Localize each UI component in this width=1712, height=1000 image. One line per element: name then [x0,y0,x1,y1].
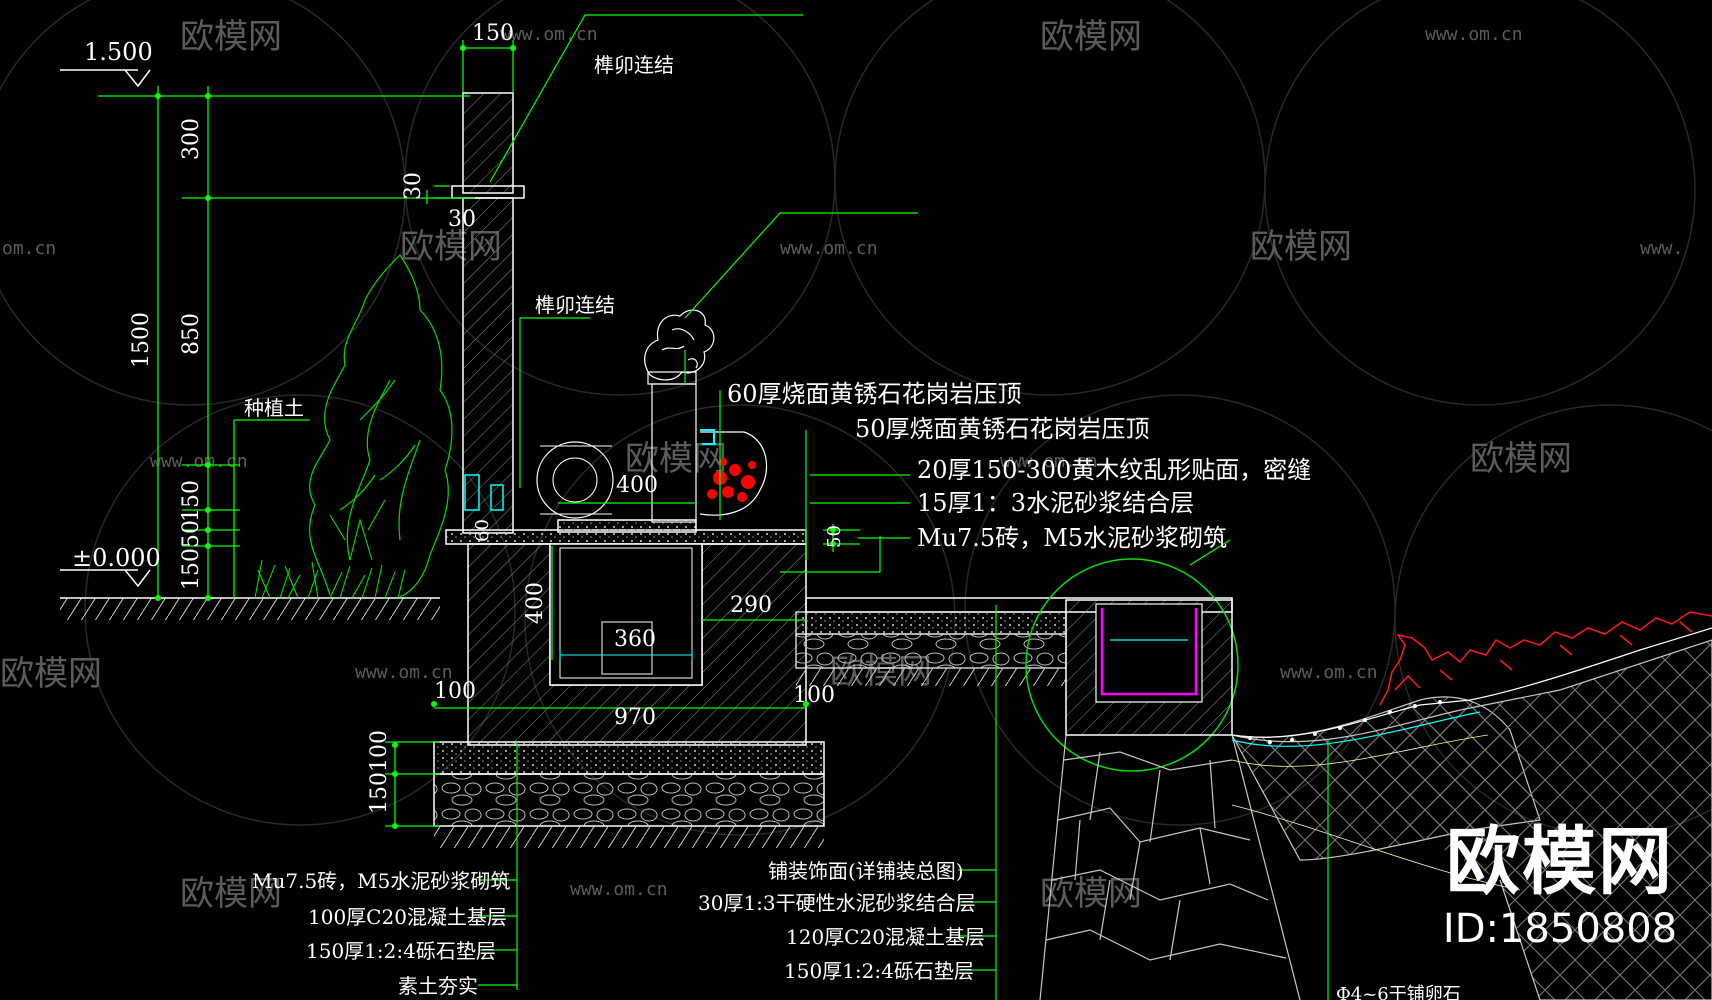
watermark-logo: 欧模网 [1040,17,1142,57]
label-concrete-120: 120厚C20混凝土基层 [786,925,985,949]
watermark-url: www.om.cn [780,238,878,259]
dim-50r: 50 [824,525,845,548]
dim-30b: 30 [448,207,476,232]
label-concrete-100: 100厚C20混凝土基层 [308,905,507,929]
dim-found-150: 150 [367,772,392,814]
label-veneer: 20厚150-300黄木纹乱形贴面，密缝 [917,456,1311,484]
watermark-logo: 欧模网 [1470,439,1572,479]
watermark-texts: 欧模网 欧模网 欧模网 欧模网 欧模网 欧模网 欧模网 欧模网 欧模网 欧模网 … [0,17,1683,914]
watermark-logo: 欧模网 [180,874,282,914]
annotation-labels: 榫卯连结 榫卯连结 种植土 60厚烧面黄锈石花岗岩压顶 50厚烧面黄锈石花岗岩压… [244,53,1461,1000]
watermark-url: www.om.cn [150,451,248,472]
label-gravel-150b: 150厚1:2:4砾石垫层 [784,959,974,983]
watermark-logo: 欧模网 [625,439,727,479]
dimension-texts: 1.500 ±0.000 150 300 30 30 1500 850 150 … [72,21,845,814]
watermark-url: www.om.cn [570,879,668,900]
elevation-ground: ±0.000 [72,544,161,572]
watermark-url: www.om.cn [1000,451,1098,472]
dimension-ticks [155,45,836,829]
watermark-logo: 欧模网 [180,17,282,57]
dim-60: 60 [472,519,493,542]
watermark-logo: 欧模网 [1040,874,1142,914]
label-soil-tamped: 素土夯实 [398,974,478,998]
dim-bench-400: 400 [616,473,658,498]
elevation-markers [60,69,151,588]
grass-clumps [254,499,406,599]
label-planting-soil: 种植土 [244,396,304,420]
wall-body [467,543,807,746]
coping-and-bench [445,309,807,545]
dim-base-100r: 100 [793,683,835,708]
dim-found-100: 100 [367,730,392,772]
label-mortise-mid: 榫卯连结 [535,293,615,317]
dim-150b: 150 [179,548,204,590]
drain-detail [1025,558,1239,772]
label-brick-lower: Mu7.5砖，M5水泥砂浆砌筑 [252,869,510,893]
dim-300: 300 [179,118,204,160]
dim-wall-400: 400 [523,582,548,624]
foundation [433,741,825,848]
brand-name: 欧模网 [1446,819,1674,905]
rubble-wall [1039,734,1301,1000]
watermark-url: www.om.cn [500,24,598,45]
label-coping-60: 60厚烧面黄锈石花岗岩压顶 [727,380,1022,408]
watermark-url: www. [1640,238,1683,259]
watermark-logo: 欧模网 [1250,227,1352,267]
leader-lines [478,14,1329,1000]
post [451,92,525,534]
dim-base-970: 970 [614,705,656,730]
brand-mark: 欧模网 ID:1850808 [1440,820,1680,954]
watermark-url: www.om.cn [1425,24,1523,45]
label-paving-face: 铺装饰面(详铺装总图) [768,859,964,883]
label-pebble: Φ4~6干铺卵石 [1336,984,1461,1000]
brand-id: ID:1850808 [1442,906,1678,952]
watermark-url: om.cn [2,238,56,259]
shrub-outline [309,254,453,598]
stone-ornament [644,309,715,385]
elevation-top: 1.500 [84,38,153,66]
label-coping-50: 50厚烧面黄锈石花岗岩压顶 [855,415,1150,443]
watermark-logo: 欧模网 [0,654,102,694]
label-mortar-30: 30厚1:3干硬性水泥砂浆结合层 [698,891,976,915]
dim-850: 850 [179,313,204,355]
ground-left [60,597,440,620]
dim-30a: 30 [401,172,426,200]
dim-base-100l: 100 [434,679,476,704]
label-gravel-150a: 150厚1:2:4砾石垫层 [306,939,496,963]
dim-1500: 1500 [129,312,154,368]
shrub-red [1379,611,1712,706]
watermark-url: www.om.cn [355,662,453,683]
dim-50: 50 [179,520,204,548]
label-mortar-15: 15厚1：3水泥砂浆结合层 [917,489,1194,517]
dim-150a: 150 [179,480,204,522]
label-brick-upper: Mu7.5砖，M5水泥砂浆砌筑 [917,524,1227,552]
dim-290: 290 [730,593,772,618]
watermark-url: www.om.cn [1280,662,1378,683]
label-mortise-top: 榫卯连结 [594,53,674,77]
sloped-bank [1230,627,1712,1000]
dim-post-width: 150 [472,21,514,46]
dim-360: 360 [614,627,656,652]
